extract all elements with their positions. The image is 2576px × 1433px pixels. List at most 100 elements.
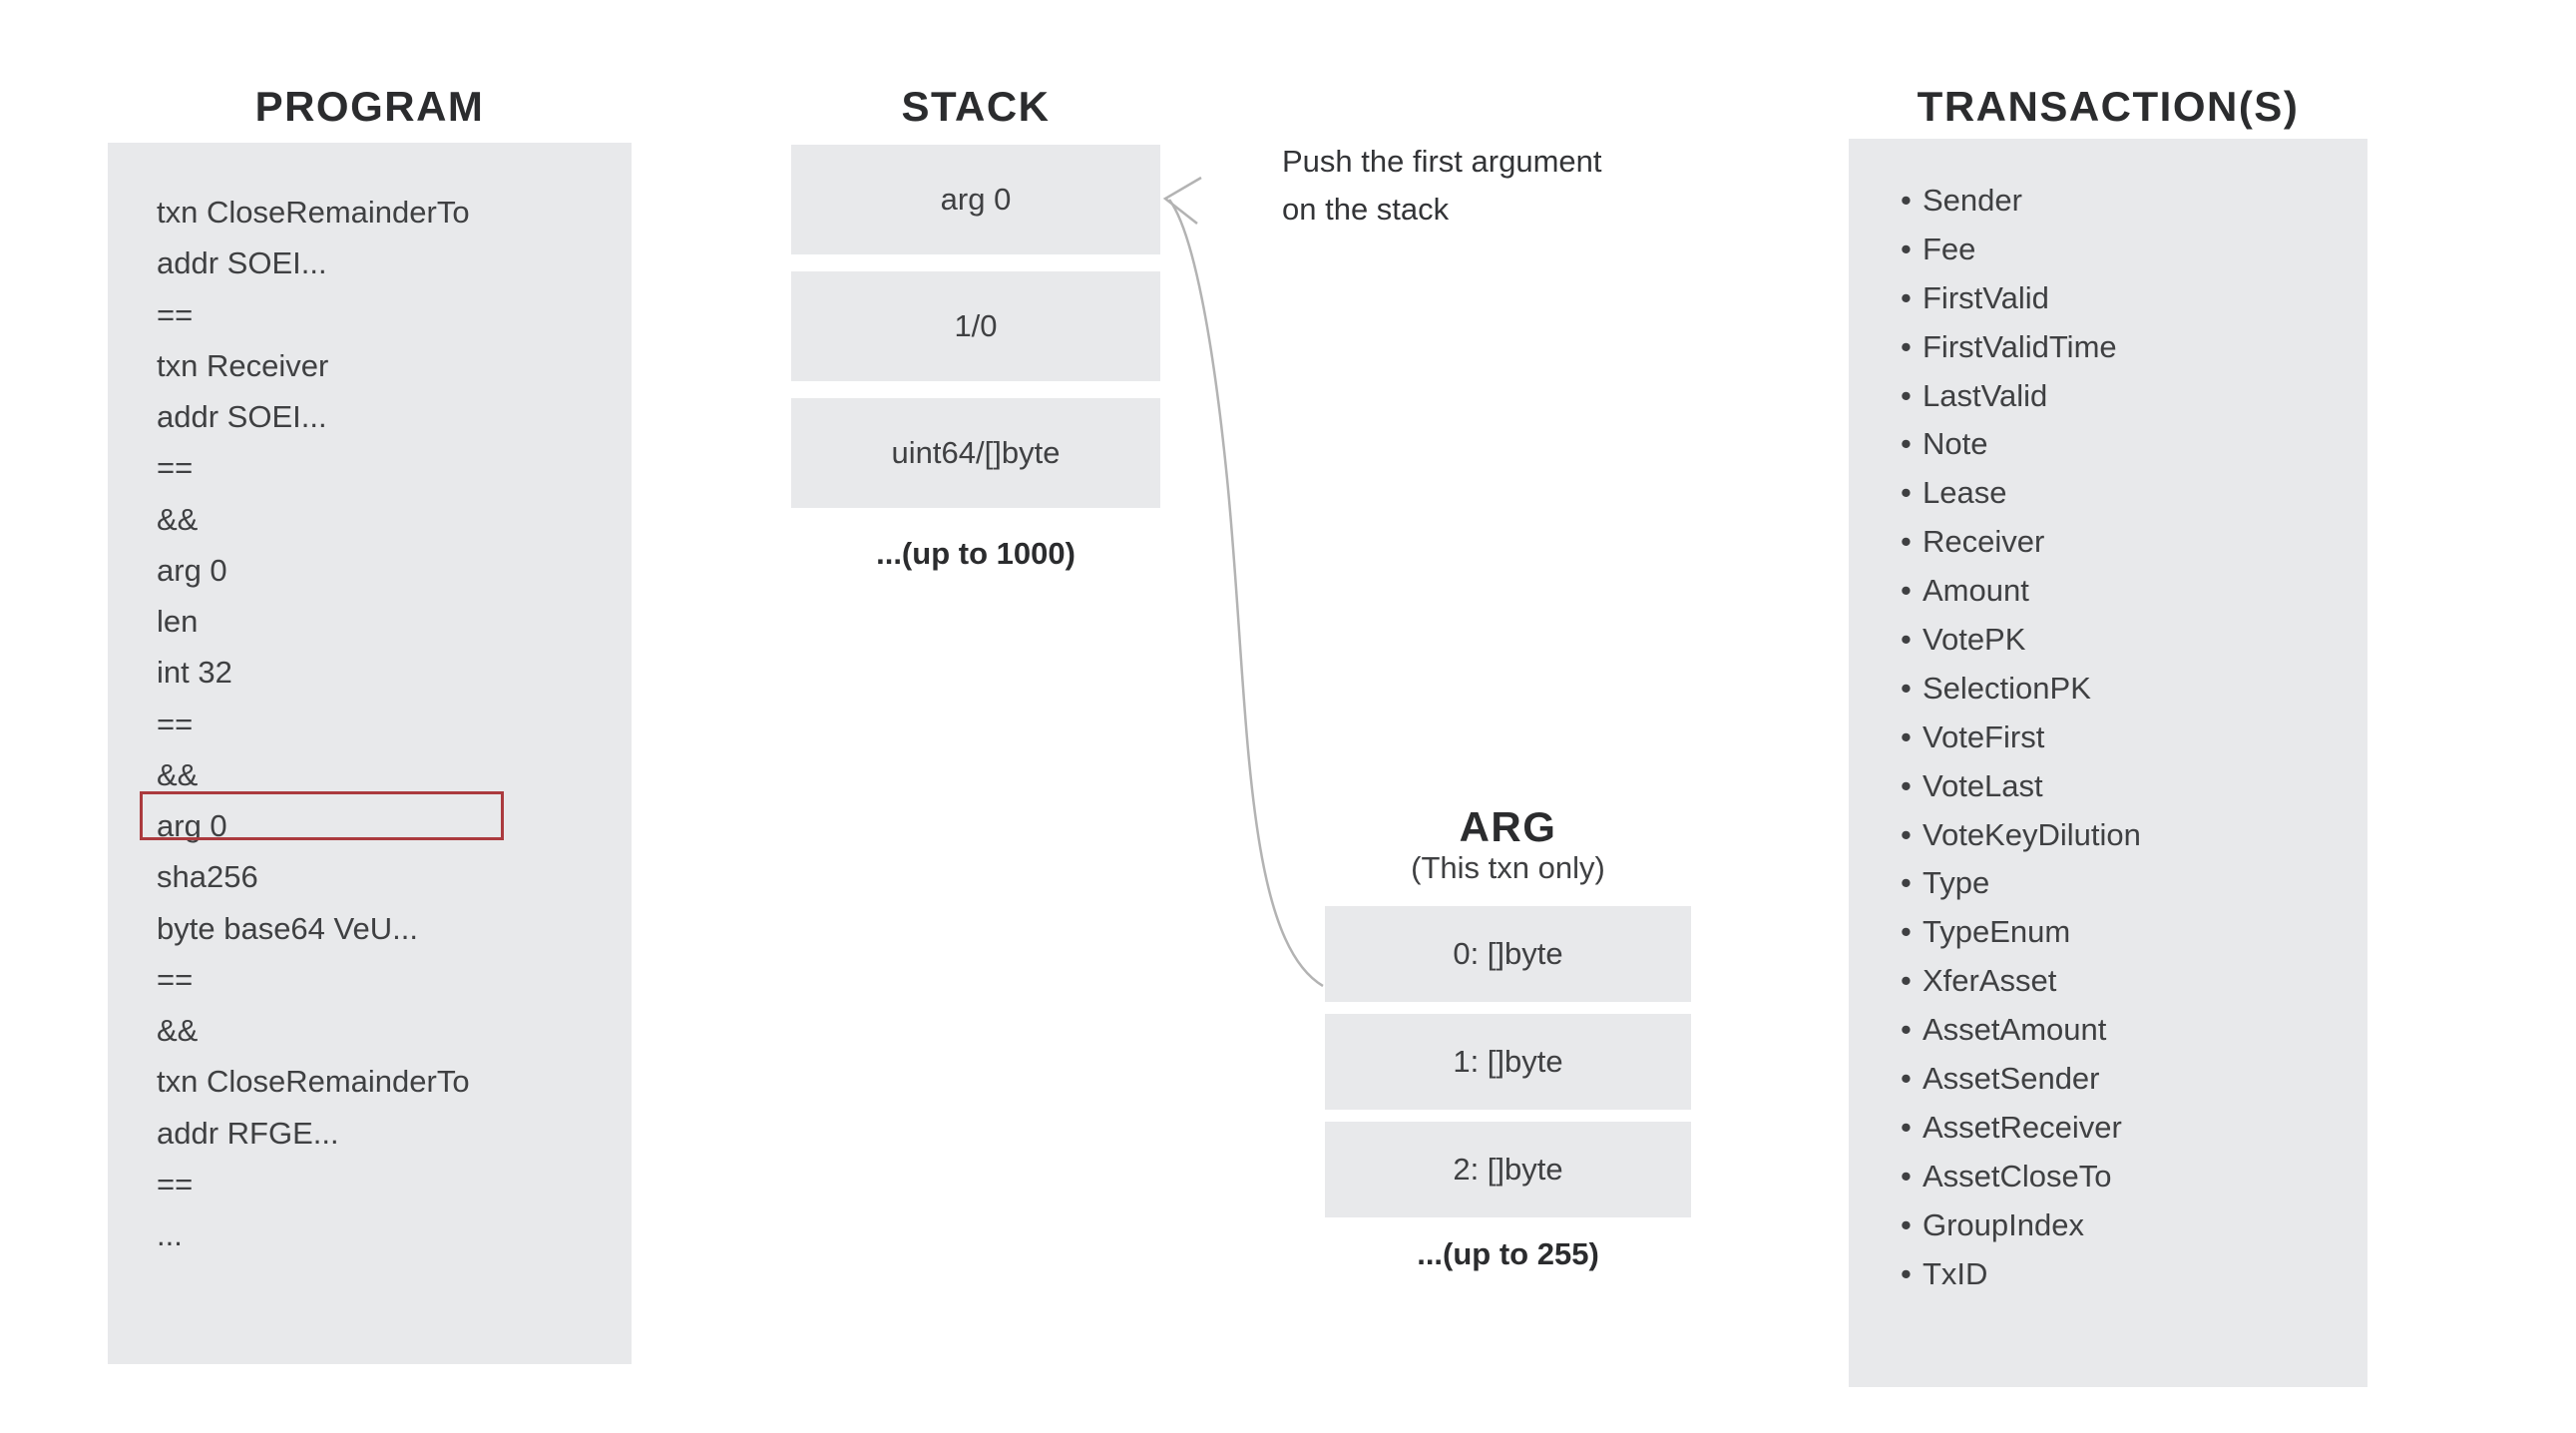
program-line: && <box>157 501 199 537</box>
bullet-icon <box>1901 714 1923 762</box>
transaction-field-label: Type <box>1923 865 1990 901</box>
transaction-field-label: Amount <box>1923 573 2029 609</box>
program-line: addr RFGE... <box>157 1115 339 1151</box>
bullet-icon <box>1901 323 1923 372</box>
bullet-icon <box>1901 811 1923 860</box>
bullet-icon <box>1901 859 1923 908</box>
transactions-title: TRANSACTION(S) <box>1917 83 2300 130</box>
transaction-field-label: Sender <box>1923 183 2022 218</box>
bullet-icon <box>1901 518 1923 567</box>
arg-box: 0: []byte <box>1325 906 1691 1002</box>
stack-box-list: arg 0 1/0 uint64/[]byte <box>791 145 1160 525</box>
program-line: int 32 <box>157 655 232 691</box>
transaction-field-item: GroupIndex <box>1849 1201 2367 1250</box>
transaction-field-item: FirstValid <box>1849 274 2367 323</box>
transaction-field-label: AssetReceiver <box>1923 1109 2122 1145</box>
transaction-field-label: AssetCloseTo <box>1923 1158 2112 1194</box>
program-line: addr SOEI... <box>157 245 327 281</box>
push-annotation: Push the first argument on the stack <box>1282 138 1602 234</box>
transaction-field-label: AssetAmount <box>1923 1012 2107 1048</box>
transaction-field-item: VoteLast <box>1849 762 2367 811</box>
transaction-field-list: Sender Fee FirstValid FirstValidTime Las… <box>1849 177 2367 1298</box>
transaction-field-item: XferAsset <box>1849 957 2367 1006</box>
program-line: arg 0 <box>157 552 227 588</box>
bullet-icon <box>1901 567 1923 616</box>
transaction-field-label: FirstValidTime <box>1923 328 2117 364</box>
transaction-field-item: Type <box>1849 859 2367 908</box>
push-annotation-line2: on the stack <box>1282 192 1450 227</box>
program-line: == <box>157 961 194 997</box>
transaction-field-label: AssetSender <box>1923 1061 2100 1097</box>
transaction-field-label: LastValid <box>1923 377 2048 413</box>
transaction-field-item: Receiver <box>1849 518 2367 567</box>
transaction-field-item: LastValid <box>1849 372 2367 421</box>
arrow-curve <box>1167 199 1324 988</box>
bullet-icon <box>1901 762 1923 811</box>
transaction-field-label: Lease <box>1923 475 2007 511</box>
bullet-icon <box>1901 957 1923 1006</box>
program-line: == <box>157 450 194 486</box>
bullet-icon <box>1901 177 1923 226</box>
stack-box: 1/0 <box>791 271 1160 381</box>
transaction-field-label: VotePK <box>1923 622 2026 658</box>
transaction-field-label: TypeEnum <box>1923 914 2071 950</box>
arrowhead-icon <box>1162 176 1202 225</box>
arg-box: 1: []byte <box>1325 1014 1691 1110</box>
bullet-icon <box>1901 1153 1923 1201</box>
transaction-field-item: Note <box>1849 420 2367 469</box>
bullet-icon <box>1901 372 1923 421</box>
program-line: txn CloseRemainderTo <box>157 195 470 230</box>
transaction-field-label: Fee <box>1923 231 1976 266</box>
program-line: == <box>157 296 194 332</box>
transaction-field-label: FirstValid <box>1923 279 2049 315</box>
push-annotation-line1: Push the first argument <box>1282 144 1602 179</box>
program-line: arg 0 <box>108 790 632 851</box>
bullet-icon <box>1901 665 1923 714</box>
program-line: && <box>157 1013 199 1048</box>
transaction-field-item: VoteKeyDilution <box>1849 811 2367 860</box>
bullet-icon <box>1901 226 1923 274</box>
program-title: PROGRAM <box>254 83 485 130</box>
arg-footnote: ...(up to 255) <box>1417 1236 1599 1271</box>
transaction-field-item: TypeEnum <box>1849 908 2367 957</box>
bullet-icon <box>1901 1250 1923 1299</box>
transaction-field-item: VotePK <box>1849 616 2367 665</box>
bullet-icon <box>1901 1201 1923 1250</box>
bullet-icon <box>1901 616 1923 665</box>
transaction-field-label: VoteLast <box>1923 767 2043 803</box>
transaction-field-label: XferAsset <box>1923 963 2057 999</box>
stack-box: arg 0 <box>791 145 1160 254</box>
stack-title: STACK <box>901 83 1051 130</box>
transaction-field-label: GroupIndex <box>1923 1206 2084 1242</box>
program-line: txn CloseRemainderTo <box>157 1064 470 1100</box>
transaction-field-item: Lease <box>1849 469 2367 518</box>
transaction-field-item: AssetReceiver <box>1849 1104 2367 1153</box>
arg-subtitle: (This txn only) <box>1411 850 1605 885</box>
transaction-field-item: TxID <box>1849 1250 2367 1299</box>
program-line: && <box>157 756 199 792</box>
bullet-icon <box>1901 420 1923 469</box>
bullet-icon <box>1901 908 1923 957</box>
transactions-panel: Sender Fee FirstValid FirstValidTime Las… <box>1849 139 2367 1387</box>
program-line: len <box>157 604 199 639</box>
transaction-field-item: Amount <box>1849 567 2367 616</box>
bullet-icon <box>1901 1104 1923 1153</box>
program-line: == <box>157 1166 194 1201</box>
transaction-field-item: AssetCloseTo <box>1849 1153 2367 1201</box>
transaction-field-label: SelectionPK <box>1923 670 2091 706</box>
program-line: addr SOEI... <box>157 399 327 434</box>
bullet-icon <box>1901 1006 1923 1055</box>
program-line: sha256 <box>157 859 258 895</box>
program-line: ... <box>157 1217 183 1252</box>
transaction-field-item: VoteFirst <box>1849 714 2367 762</box>
arg-title: ARG <box>1459 803 1557 850</box>
stack-footnote: ...(up to 1000) <box>876 536 1075 571</box>
program-line: byte base64 VeU... <box>157 910 418 946</box>
transaction-field-label: Note <box>1923 426 1988 462</box>
transaction-field-item: Sender <box>1849 177 2367 226</box>
stack-box: uint64/[]byte <box>791 398 1160 508</box>
bullet-icon <box>1901 274 1923 323</box>
